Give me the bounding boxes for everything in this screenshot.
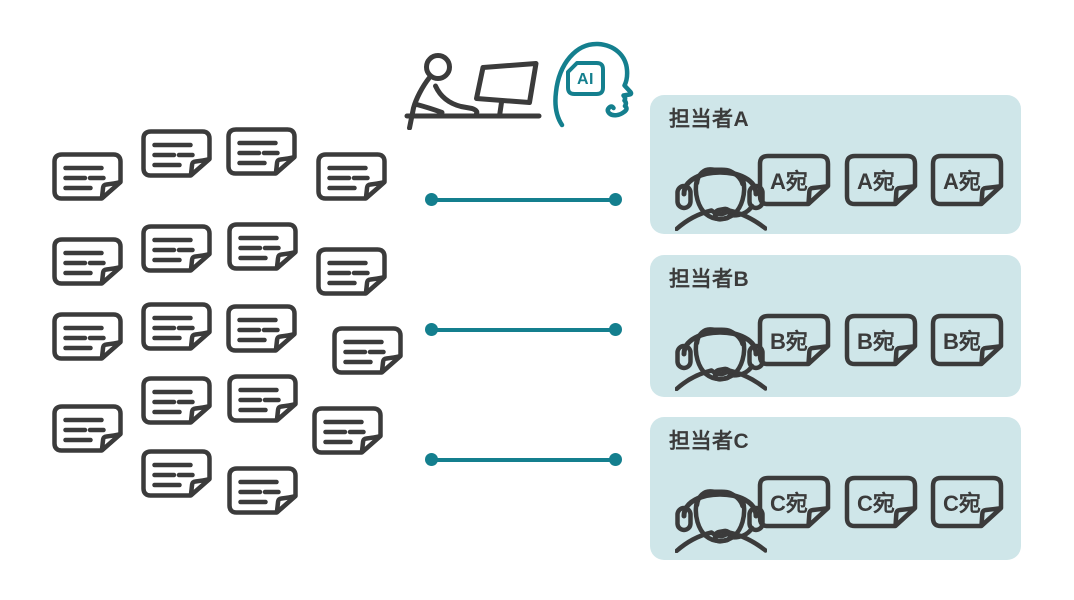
connector-dot (425, 453, 438, 466)
assigned-document-icon: C宛 (844, 475, 918, 529)
document-icon (227, 374, 298, 423)
document-icon (52, 312, 123, 361)
connector-dot (609, 323, 622, 336)
assignee-panel-b: 担当者B B宛 B宛 B宛 (650, 255, 1021, 397)
ai-head-icon: AI (552, 36, 640, 128)
document-icon (312, 406, 383, 455)
assigned-document-icon: A宛 (930, 153, 1004, 207)
document-icon (52, 237, 123, 286)
svg-text:C宛: C宛 (770, 491, 808, 516)
assigned-document-icon: B宛 (844, 313, 918, 367)
connector-line-a (425, 193, 622, 206)
operator-headset-icon (675, 469, 767, 553)
person-at-desk-icon (403, 42, 543, 130)
operator-headset-icon (675, 147, 767, 231)
svg-text:C宛: C宛 (943, 491, 981, 516)
connector-bar (436, 197, 611, 202)
svg-text:A宛: A宛 (857, 169, 895, 194)
svg-text:A宛: A宛 (943, 169, 981, 194)
connector-dot (609, 453, 622, 466)
assigned-document-icon: B宛 (757, 313, 831, 367)
document-icon (52, 152, 123, 201)
svg-text:B宛: B宛 (943, 329, 981, 354)
connector-dot (425, 193, 438, 206)
svg-text:C宛: C宛 (857, 491, 895, 516)
connector-dot (609, 193, 622, 206)
assigned-document-icon: A宛 (757, 153, 831, 207)
panel-title: 担当者B (669, 268, 750, 291)
document-icon (141, 376, 212, 425)
document-icon (316, 247, 387, 296)
ai-chip-label: AI (577, 71, 594, 88)
document-icon (141, 224, 212, 273)
panel-title: 担当者A (669, 108, 750, 131)
document-icon (141, 449, 212, 498)
document-icon (141, 302, 212, 351)
panel-title: 担当者C (669, 430, 750, 453)
document-icon (332, 326, 403, 375)
document-icon (227, 466, 298, 515)
assignee-panel-a: 担当者A A宛 A宛 A宛 (650, 95, 1021, 234)
operator-headset-icon (675, 307, 767, 391)
assigned-document-icon: C宛 (757, 475, 831, 529)
connector-line-c (425, 453, 622, 466)
assigned-document-icon: A宛 (844, 153, 918, 207)
assigned-document-icon: C宛 (930, 475, 1004, 529)
connector-dot (425, 323, 438, 336)
document-icon (226, 127, 297, 176)
document-icon (227, 222, 298, 271)
document-icon (52, 404, 123, 453)
svg-text:A宛: A宛 (770, 169, 808, 194)
document-icon (316, 152, 387, 201)
assigned-document-icon: B宛 (930, 313, 1004, 367)
connector-bar (436, 457, 611, 462)
connector-bar (436, 327, 611, 332)
svg-text:B宛: B宛 (770, 329, 808, 354)
document-icon (226, 304, 297, 353)
document-icon (141, 129, 212, 178)
svg-text:B宛: B宛 (857, 329, 895, 354)
assignee-panel-c: 担当者C C宛 C宛 C宛 (650, 417, 1021, 560)
connector-line-b (425, 323, 622, 336)
